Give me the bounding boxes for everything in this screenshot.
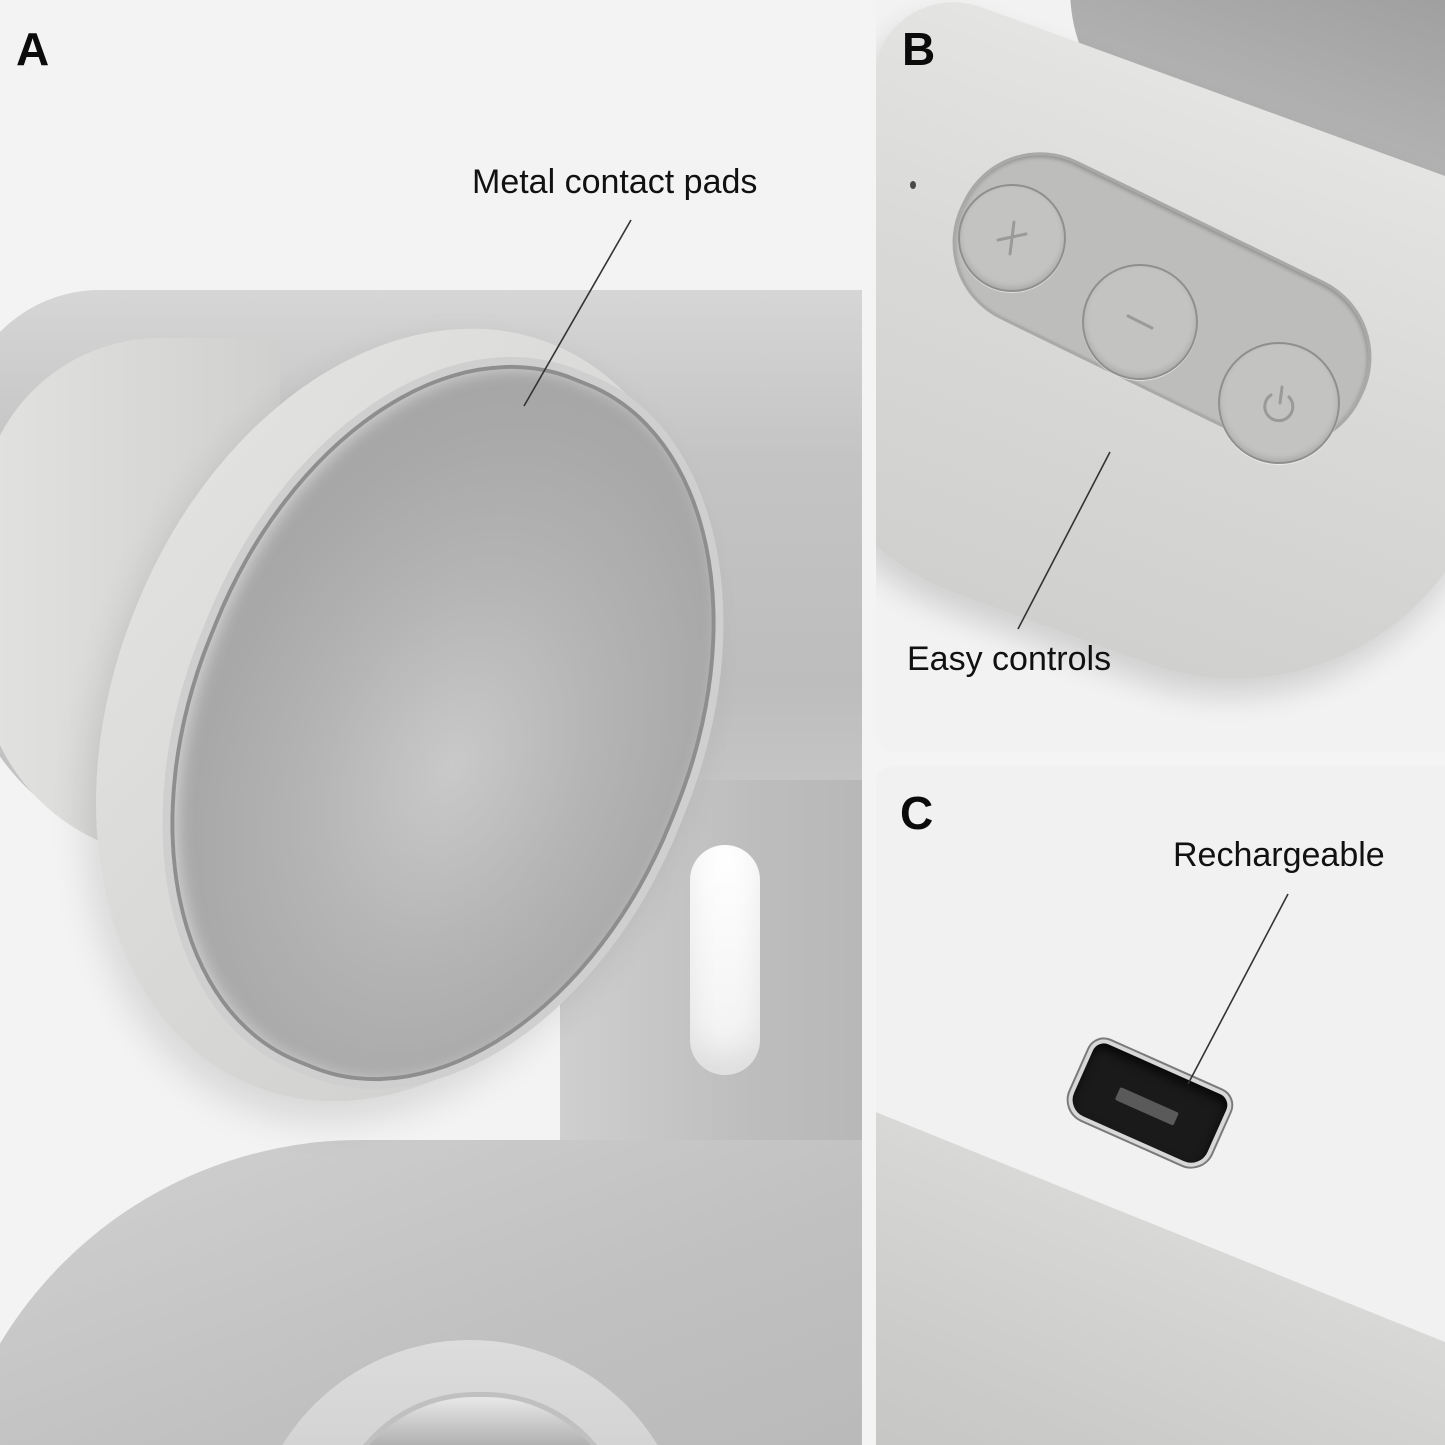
panel-letter-c: C [900, 787, 934, 839]
callout-easy-controls: Easy controls [907, 640, 1112, 678]
leader-line-a [523, 219, 632, 407]
callout-metal-contact-pads: Metal contact pads [472, 163, 758, 201]
indicator-light-icon [910, 181, 916, 189]
leader-line-b [1017, 451, 1111, 630]
minus-button[interactable] [1082, 264, 1198, 380]
panel-letter-b: B [902, 23, 936, 75]
panel-b-controls: B Easy controls [876, 0, 1445, 752]
plus-button[interactable] [958, 184, 1066, 292]
minus-icon [1126, 314, 1154, 330]
power-button[interactable] [1218, 342, 1340, 464]
power-icon [1263, 385, 1295, 423]
panel-a-contact-pads: A Metal contact pads [0, 23, 862, 1445]
panel-letter-a: A [16, 23, 50, 75]
leader-line-c [1187, 893, 1289, 1085]
panel-c-rechargeable: C Rechargeable [876, 766, 1445, 1445]
device-slot-opening [690, 845, 760, 1075]
callout-rechargeable: Rechargeable [1173, 836, 1385, 874]
plus-icon [996, 220, 1028, 256]
